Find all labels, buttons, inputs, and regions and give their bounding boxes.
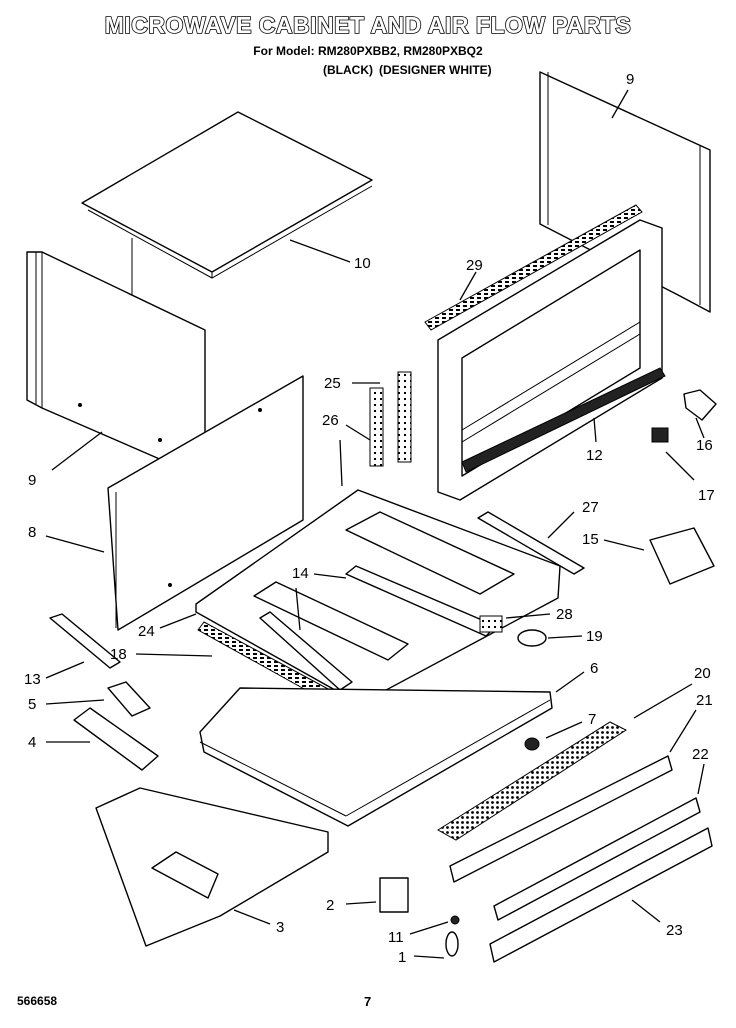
callout-12: 12 [586,447,603,464]
callout-9-right: 9 [626,71,634,88]
part-28 [479,615,503,633]
callout-21: 21 [696,692,713,709]
part-top-vent-strip [424,204,643,331]
footer-code: 566658 [17,994,58,1008]
callout-18: 18 [110,646,127,663]
callout-15: 15 [582,531,599,548]
model-line: For Model: RM280PXBB2, RM280PXBQ2 [253,44,483,58]
part-rails [259,565,497,691]
callout-20: 20 [694,665,711,682]
variant-designer-white: (DESIGNER WHITE) [379,63,492,77]
callout-11: 11 [388,929,404,946]
part-23 [489,827,713,963]
callout-14: 14 [292,565,309,582]
part-21 [449,755,673,883]
part-back-panel [107,375,304,631]
part-foam-strip [397,371,412,463]
part-17 [651,427,669,443]
part-11 [450,915,460,925]
part-3 [95,787,329,947]
part-foam-strip-2 [369,387,384,467]
part-7 [524,737,540,751]
callout-29: 29 [466,257,483,274]
part-right-side-panel [539,71,711,313]
callout-2: 2 [326,897,334,914]
part-27 [477,511,585,575]
callout-3: 3 [276,919,284,936]
part-2 [379,877,409,913]
callout-19: 19 [586,628,603,645]
part-front-frame [437,219,666,501]
callout-7: 7 [588,711,596,728]
variant-labels: (BLACK) (DESIGNER WHITE) [323,63,498,77]
callout-25: 25 [324,375,341,392]
callout-13: 13 [24,671,41,688]
callout-26: 26 [322,412,339,429]
callout-5: 5 [28,696,36,713]
part-bottom-pan [199,687,553,827]
callout-10: 10 [354,255,371,272]
callout-17: 17 [698,487,715,504]
callout-24: 24 [138,623,155,640]
part-16 [683,389,717,421]
part-mesh-grille [437,721,628,841]
page-title: MICROWAVE CABINET AND AIR FLOW PARTS [104,11,632,39]
callout-4: 4 [28,734,36,751]
part-15 [649,527,715,585]
part-22 [493,797,701,921]
callout-27: 27 [582,499,599,516]
callout-9-left: 9 [28,472,36,489]
callout-22: 22 [692,746,709,763]
part-13 [49,613,121,669]
part-19 [517,629,547,647]
part-5 [107,681,151,717]
variant-black: (BLACK) [323,63,373,77]
part-left-side-panel [26,251,206,471]
callout-28: 28 [556,606,573,623]
callouts: 9 10 9 29 25 26 8 14 12 16 17 27 15 24 1… [24,71,715,966]
part-1 [445,931,459,957]
part-base-tray [195,489,561,705]
callout-16: 16 [696,437,713,454]
page-number: 7 [364,994,372,1009]
part-4 [73,707,159,771]
callout-1: 1 [398,949,406,966]
callout-8: 8 [28,524,36,541]
callout-23: 23 [666,922,683,939]
callout-6: 6 [590,660,598,677]
